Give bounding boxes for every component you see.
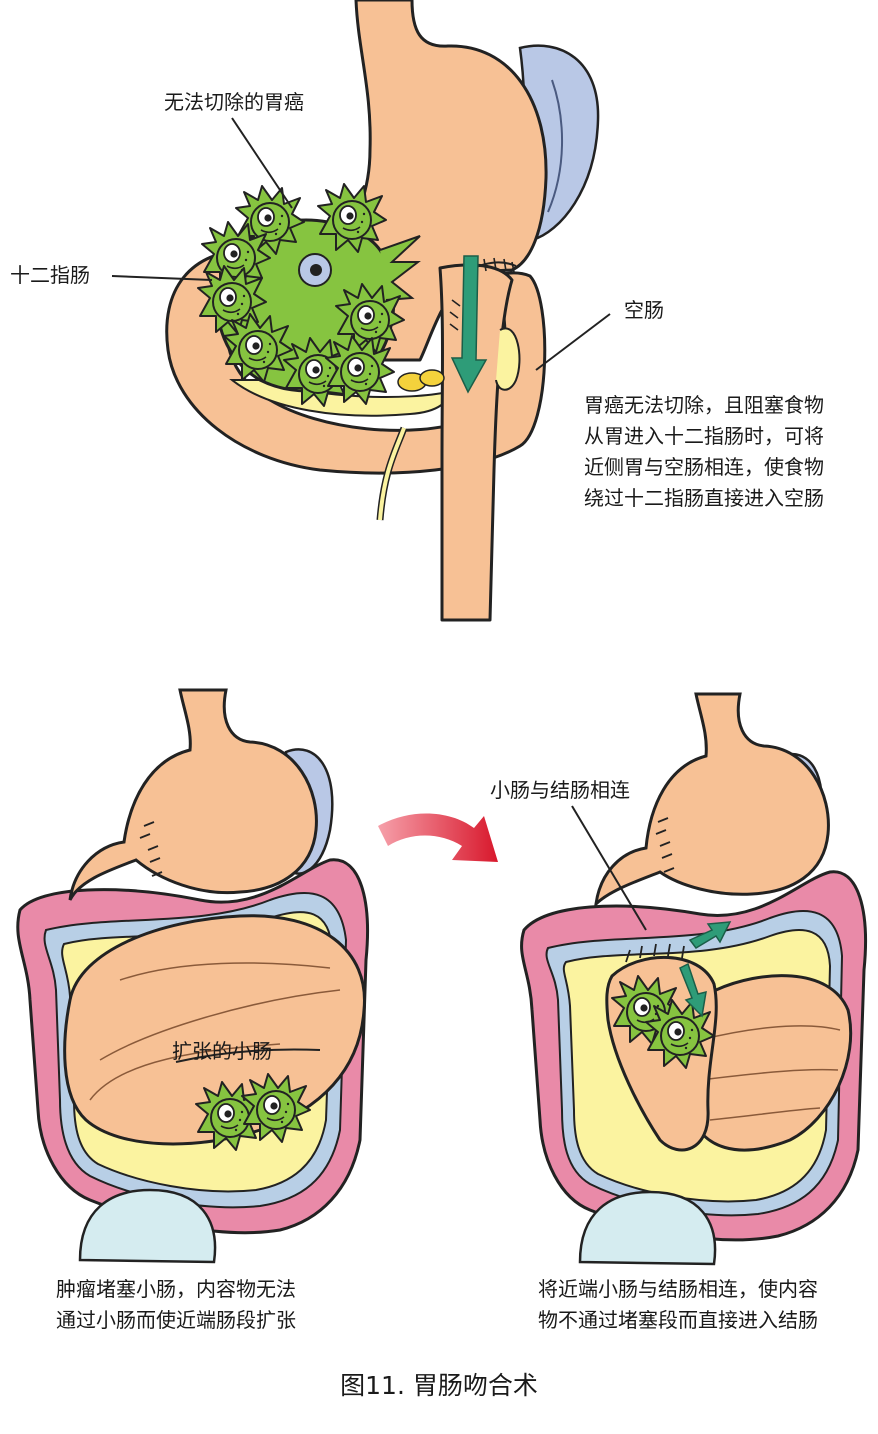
bottom-right-diagram: [520, 692, 868, 1266]
transition-arrow: [378, 813, 498, 862]
connect-arrow-up: [688, 921, 732, 949]
pointer-cancer: [231, 117, 293, 209]
duodenum-top: [165, 248, 547, 475]
connect-arrow-down: [679, 962, 707, 1018]
top-stomach-diagram: [165, 0, 600, 622]
pointer-duodenum: [111, 275, 213, 281]
figure-caption: 图11. 胃肠吻合术: [340, 1371, 538, 1400]
label-intestine-colon-connect: 小肠与结肠相连: [490, 778, 630, 802]
label-jejunum: 空肠: [624, 298, 664, 322]
pointer-connect: [571, 805, 647, 931]
label-dilated-intestine: 扩张的小肠: [172, 1039, 272, 1063]
tumor-cluster-top: [197, 183, 421, 407]
bottom-left-diagram: [16, 688, 369, 1264]
jejunum-limb: [438, 263, 514, 622]
label-duodenum: 十二指肠: [10, 263, 90, 287]
bottom-right-description: 将近端小肠与结肠相连，使内容 物不通过堵塞段而直接进入结肠: [538, 1277, 818, 1332]
label-unresectable-cancer: 无法切除的胃癌: [164, 90, 304, 114]
pointer-jejunum: [535, 313, 611, 371]
food-flow-arrow: [450, 255, 488, 394]
bottom-left-description: 肿瘤堵塞小肠，内容物无法 通过小肠而使近端肠段扩张: [56, 1277, 296, 1332]
top-description: 胃癌无法切除，且阻塞食物 从胃进入十二指肠时，可将 近侧胃与空肠相连，使食物 绕…: [584, 393, 824, 510]
